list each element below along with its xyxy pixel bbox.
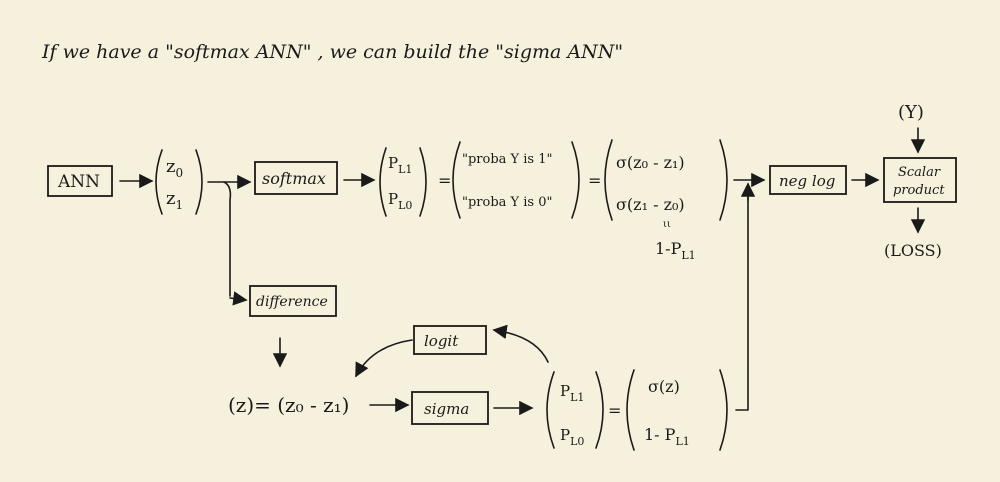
z0-label: z0 — [166, 156, 183, 180]
ann-box — [47, 165, 113, 197]
z-vector-bracket-right — [195, 149, 203, 215]
sigma-box — [411, 391, 489, 425]
difference-label: difference — [256, 294, 328, 310]
proba-y1-label: "proba Y is 1" — [462, 152, 552, 167]
bottom-one-minus-label: 1- PL1 — [644, 425, 690, 448]
p-vector-bracket-right — [419, 147, 427, 217]
proba-y0-label: "proba Y is 0" — [462, 195, 552, 210]
bottom-sigma-label: σ(z) — [648, 377, 680, 396]
pl1-label: PL1 — [388, 154, 412, 176]
title-text: If we have a "softmax ANN" , we can buil… — [41, 41, 623, 63]
z-to-difference-path — [223, 181, 232, 297]
sigma-vector-bracket-left — [604, 139, 613, 221]
scalar-label: Scalar — [898, 165, 941, 180]
z-to-difference-arrow — [229, 291, 248, 306]
bottom-pl0-label: PL0 — [560, 426, 584, 448]
one-minus-pl1-label: 1-PL1 — [655, 239, 696, 262]
approx-mark: ιι — [663, 219, 671, 230]
logit-box — [413, 325, 487, 355]
logit-label: logit — [424, 332, 459, 350]
proba-bracket-right — [571, 141, 580, 219]
neglog-label: neg log — [779, 172, 835, 190]
pl0-label: PL0 — [388, 190, 412, 212]
loss-label: (LOSS) — [884, 241, 942, 260]
p-to-logit-arrow — [492, 324, 549, 363]
bottom-p-bracket-left — [546, 371, 555, 449]
z-vector-bracket-left — [155, 149, 163, 215]
sigma-bottom-label: σ(z₁ - z₀) — [616, 195, 685, 214]
bottom-p-bracket-right — [595, 371, 604, 449]
ann-label: ANN — [57, 172, 100, 192]
proba-bracket-left — [452, 141, 461, 219]
neglog-box — [769, 165, 847, 195]
sigma-top-label: σ(z₀ - z₁) — [616, 153, 685, 172]
equals-2: = — [588, 171, 601, 190]
equals-1: = — [438, 171, 451, 190]
z-equation: (z)= (z₀ - z₁) — [228, 393, 349, 417]
sigma-vector-bracket-right — [719, 139, 728, 221]
z1-label: z1 — [166, 188, 183, 212]
bottom-to-neglog-path — [735, 189, 749, 411]
product-label: product — [893, 183, 945, 198]
p-vector-bracket-left — [379, 147, 387, 217]
sigma-label: sigma — [424, 400, 469, 418]
scalar-product-box — [883, 157, 957, 203]
softmax-label: softmax — [262, 169, 326, 188]
bottom-pl1-label: PL1 — [560, 382, 584, 404]
bottom-sigma-bracket-right — [719, 369, 728, 451]
difference-box — [249, 285, 337, 317]
bottom-sigma-bracket-left — [626, 369, 635, 451]
logit-to-z-arrow — [355, 339, 413, 378]
y-label: (Y) — [898, 102, 924, 123]
equals-3: = — [608, 401, 621, 420]
softmax-box — [254, 161, 338, 195]
